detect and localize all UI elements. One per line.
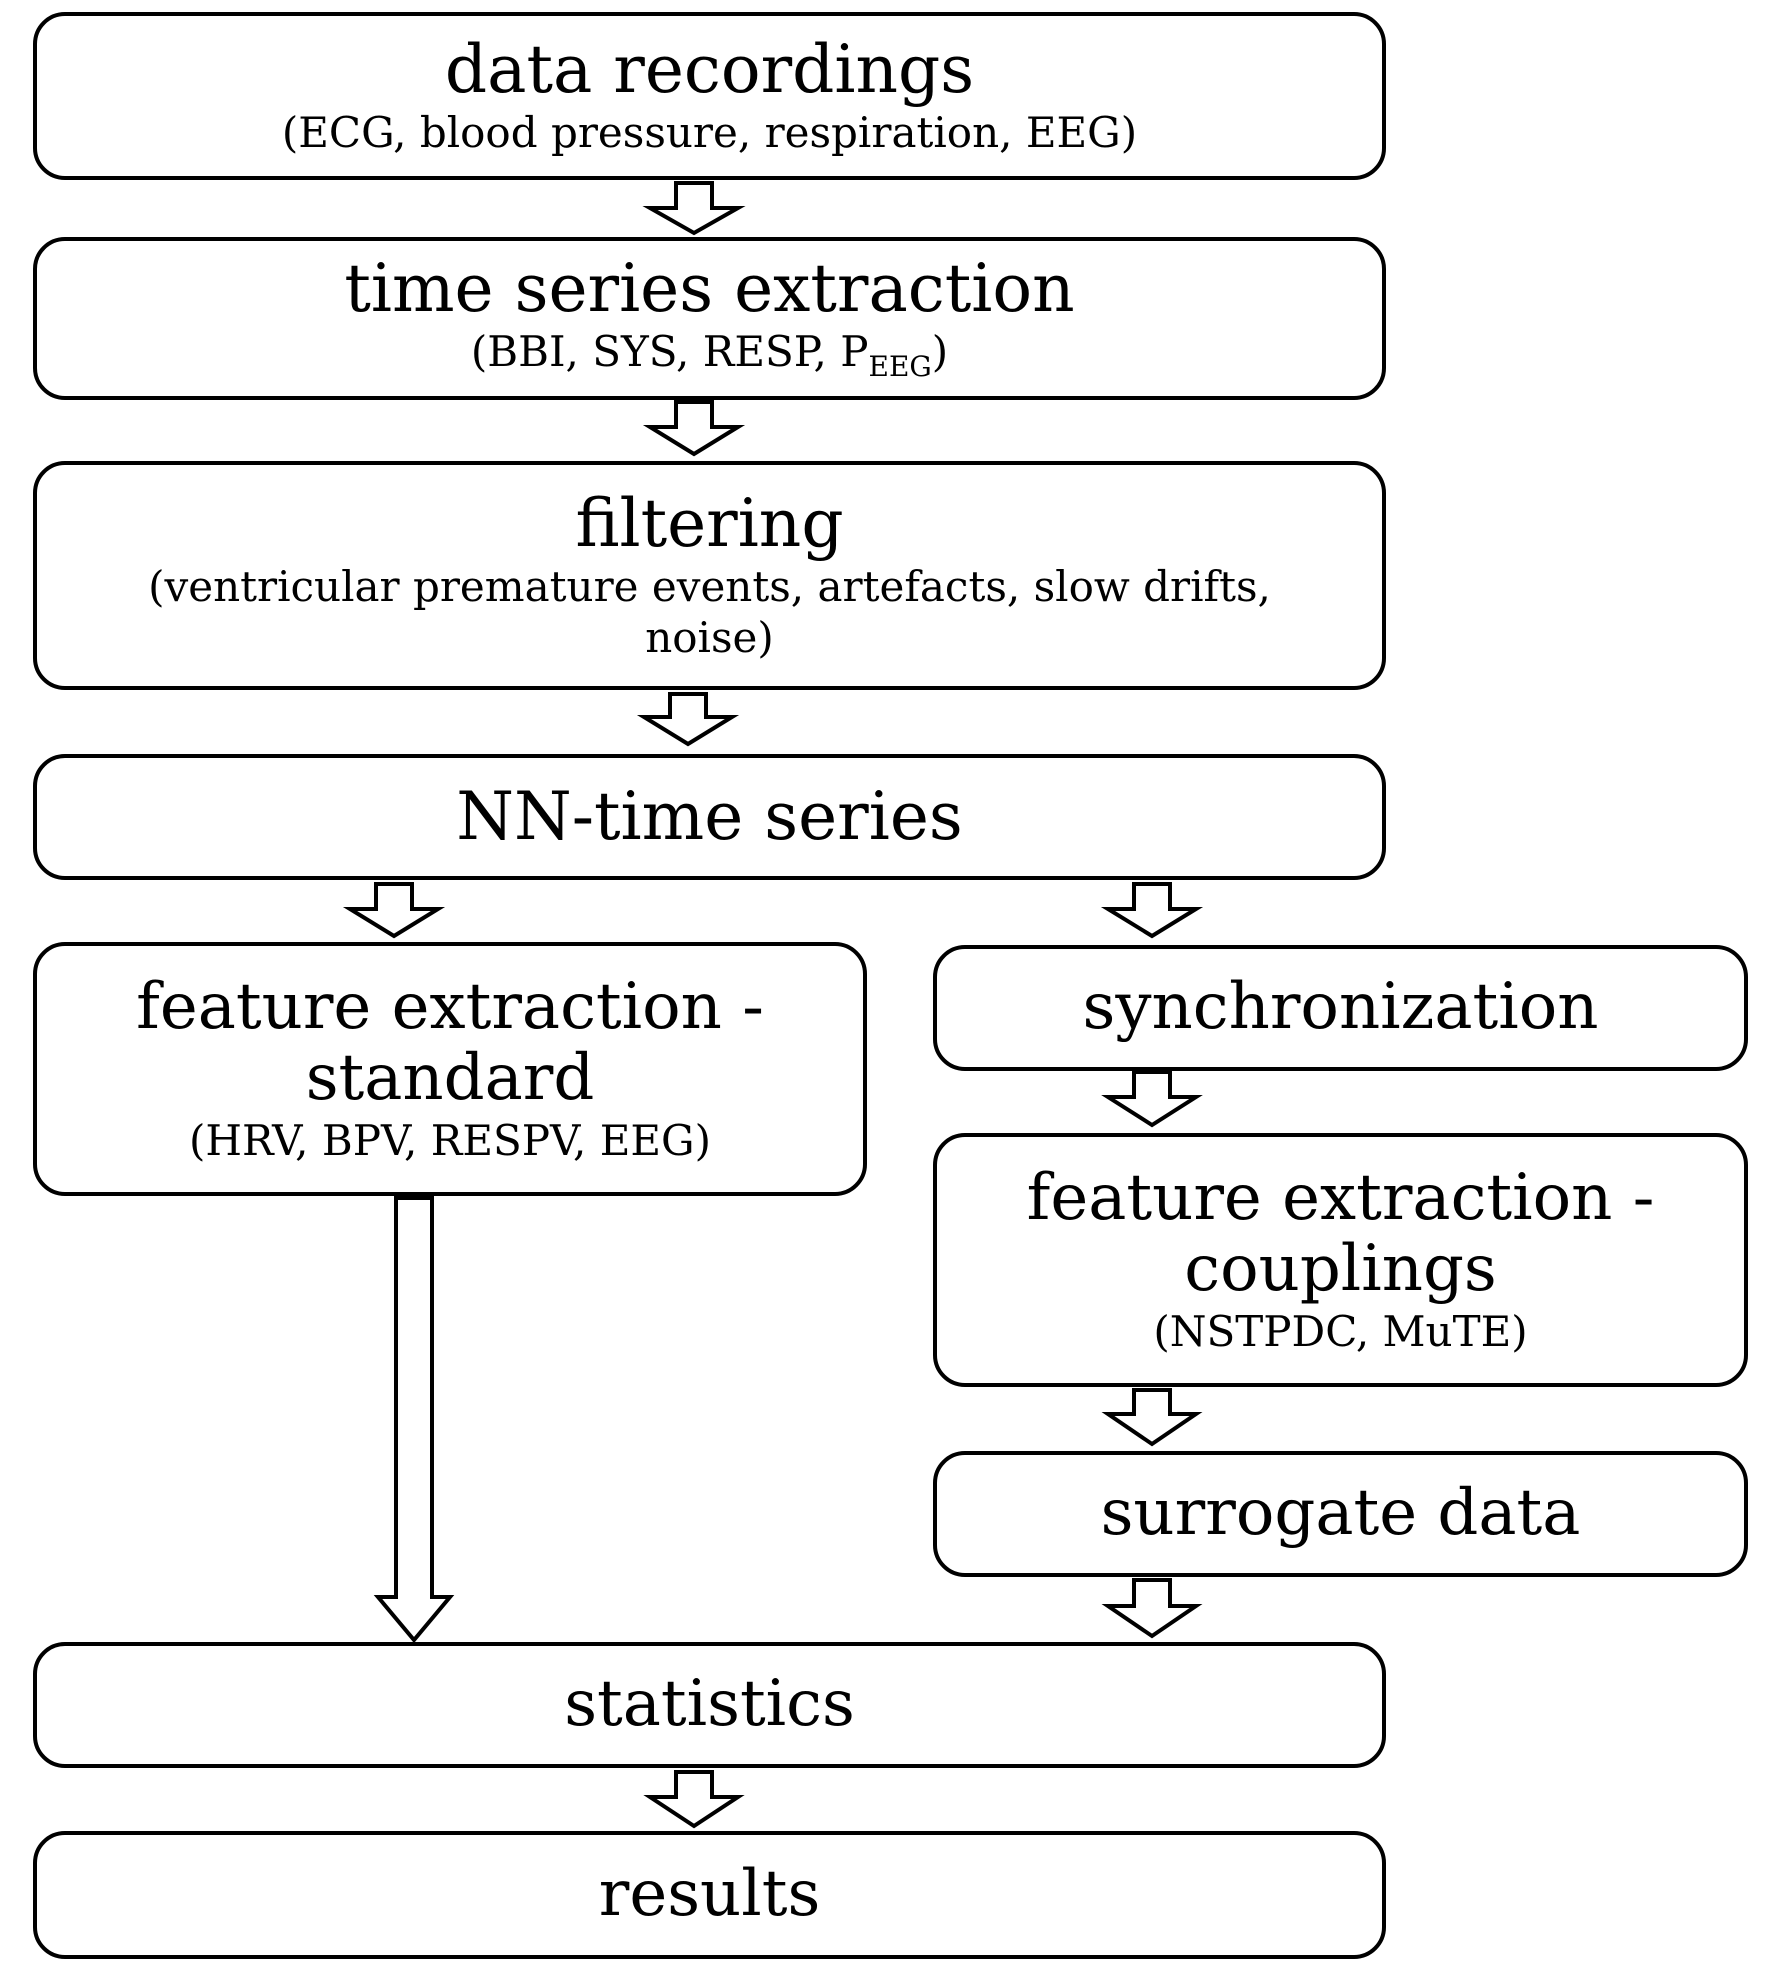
node-title: surrogate data — [1100, 1476, 1581, 1551]
arrow-synchronization-to-couplings — [1101, 1070, 1203, 1128]
arrow-time-series-to-filtering — [642, 400, 746, 457]
node-title: synchronization — [1082, 970, 1599, 1045]
node-results: results — [33, 1831, 1386, 1959]
node-title: results — [598, 1857, 821, 1932]
node-subtitle-main: (BBI, SYS, RESP, P — [470, 327, 869, 377]
node-synchronization: synchronization — [933, 945, 1748, 1071]
node-title: statistics — [564, 1667, 855, 1742]
arrow-nn-to-synchronization — [1100, 882, 1204, 939]
node-feature-extraction-standard: feature extraction - standard (HRV, BPV,… — [33, 942, 867, 1196]
arrow-surrogate-to-statistics — [1101, 1578, 1203, 1639]
arrow-feature-standard-to-statistics — [373, 1196, 455, 1644]
arrow-couplings-to-surrogate — [1101, 1388, 1203, 1447]
node-title-line-1: feature extraction - — [1026, 1160, 1655, 1235]
node-title-line-2: couplings — [1184, 1232, 1497, 1307]
node-subtitle-subscript: EEG — [868, 350, 932, 384]
node-subtitle: (HRV, BPV, RESPV, EEG) — [189, 1116, 711, 1166]
node-title-line-1: feature extraction - — [136, 969, 764, 1044]
node-nn-time-series: NN-time series — [33, 754, 1386, 880]
node-title: data recordings — [444, 31, 975, 109]
node-title: filtering — [575, 485, 844, 563]
node-time-series-extraction: time series extraction (BBI, SYS, RESP, … — [33, 237, 1386, 400]
node-subtitle-line-1: (ventricular premature events, artefacts… — [148, 562, 1271, 612]
arrow-statistics-to-results — [643, 1770, 745, 1829]
node-title-line-2: standard — [305, 1041, 595, 1116]
node-subtitle: (BBI, SYS, RESP, PEEG) — [471, 326, 948, 384]
node-subtitle-close: ) — [931, 327, 949, 377]
node-data-recordings: data recordings (ECG, blood pressure, re… — [33, 12, 1386, 180]
node-subtitle: (NSTPDC, MuTE) — [1153, 1307, 1528, 1357]
node-surrogate-data: surrogate data — [933, 1451, 1748, 1577]
arrow-nn-to-feature-standard — [342, 882, 446, 939]
node-filtering: filtering (ventricular premature events,… — [33, 461, 1386, 690]
node-subtitle: (ECG, blood pressure, respiration, EEG) — [281, 108, 1138, 158]
node-title: NN-time series — [456, 778, 963, 856]
arrow-data-recordings-to-time-series — [642, 181, 746, 236]
node-subtitle-line-2: noise) — [645, 613, 774, 663]
arrow-filtering-to-nn-time-series — [636, 692, 740, 747]
node-feature-extraction-couplings: feature extraction - couplings (NSTPDC, … — [933, 1133, 1748, 1387]
node-title: time series extraction — [344, 250, 1075, 328]
node-statistics: statistics — [33, 1642, 1386, 1768]
